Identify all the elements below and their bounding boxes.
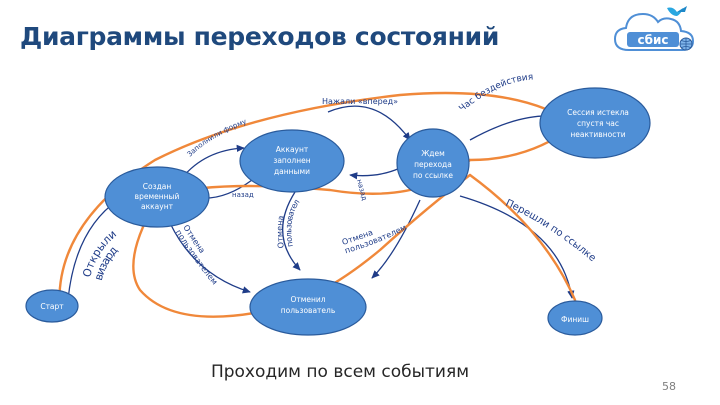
state-waiting-line1: Ждем bbox=[421, 149, 445, 158]
state-session-line1: Сессия истекла bbox=[567, 108, 629, 117]
state-account-filled bbox=[239, 129, 345, 193]
state-session-line2: спустя час bbox=[577, 119, 619, 128]
arrow-filled-waiting bbox=[327, 105, 411, 141]
state-nodes bbox=[25, 87, 651, 336]
arrow-filled-cancelled bbox=[282, 191, 301, 271]
arrow-temp-cancelled bbox=[169, 222, 251, 294]
state-start bbox=[25, 289, 79, 323]
state-filled-line1: Аккаунт bbox=[276, 145, 309, 154]
arrow-waiting-filled bbox=[349, 167, 401, 180]
slide-header: Диаграммы переходов состояний сбис bbox=[0, 0, 720, 68]
state-start-label: Старт bbox=[40, 302, 64, 311]
state-cancelled-line2: пользователь bbox=[281, 306, 336, 315]
state-waiting-link bbox=[396, 128, 470, 198]
arrow-waiting-finish bbox=[459, 195, 575, 299]
label-back-2: назад bbox=[355, 178, 368, 201]
slide-title: Диаграммы переходов состояний bbox=[20, 22, 500, 51]
label-cancel-2-a: Отмена bbox=[275, 215, 286, 249]
state-finish-label: Финиш bbox=[561, 315, 589, 324]
state-session-line3: неактивности bbox=[570, 130, 625, 139]
state-temp-line3: аккаунт bbox=[141, 202, 174, 211]
arrow-waiting-cancelled bbox=[371, 199, 421, 279]
state-waiting-line3: по ссылке bbox=[413, 171, 453, 180]
label-next: Нажали «вперед» bbox=[322, 97, 398, 106]
logo-text: сбис bbox=[637, 33, 668, 47]
state-filled-line3: данными bbox=[274, 167, 310, 176]
sbis-logo: сбис bbox=[613, 6, 695, 51]
state-waiting-line2: перехода bbox=[414, 160, 452, 169]
label-fill-form: Заполнили форму bbox=[186, 118, 248, 159]
page-number: 58 bbox=[662, 380, 676, 393]
state-temp-line1: Создан bbox=[143, 182, 172, 191]
state-cancelled bbox=[249, 278, 367, 336]
state-temp-line2: временный bbox=[135, 192, 180, 201]
arrow-waiting-session bbox=[469, 112, 551, 141]
state-cancelled-line1: Отменил bbox=[290, 295, 325, 304]
state-temp-account bbox=[104, 166, 210, 228]
label-back-1: назад bbox=[232, 191, 254, 199]
state-filled-line2: заполнен bbox=[273, 156, 310, 165]
state-labels: Старт Создан временный аккаунт Аккаунт з… bbox=[40, 108, 629, 324]
state-session-expired bbox=[539, 87, 651, 159]
state-finish bbox=[547, 300, 603, 336]
slide-caption: Проходим по всем событиям bbox=[210, 362, 470, 382]
